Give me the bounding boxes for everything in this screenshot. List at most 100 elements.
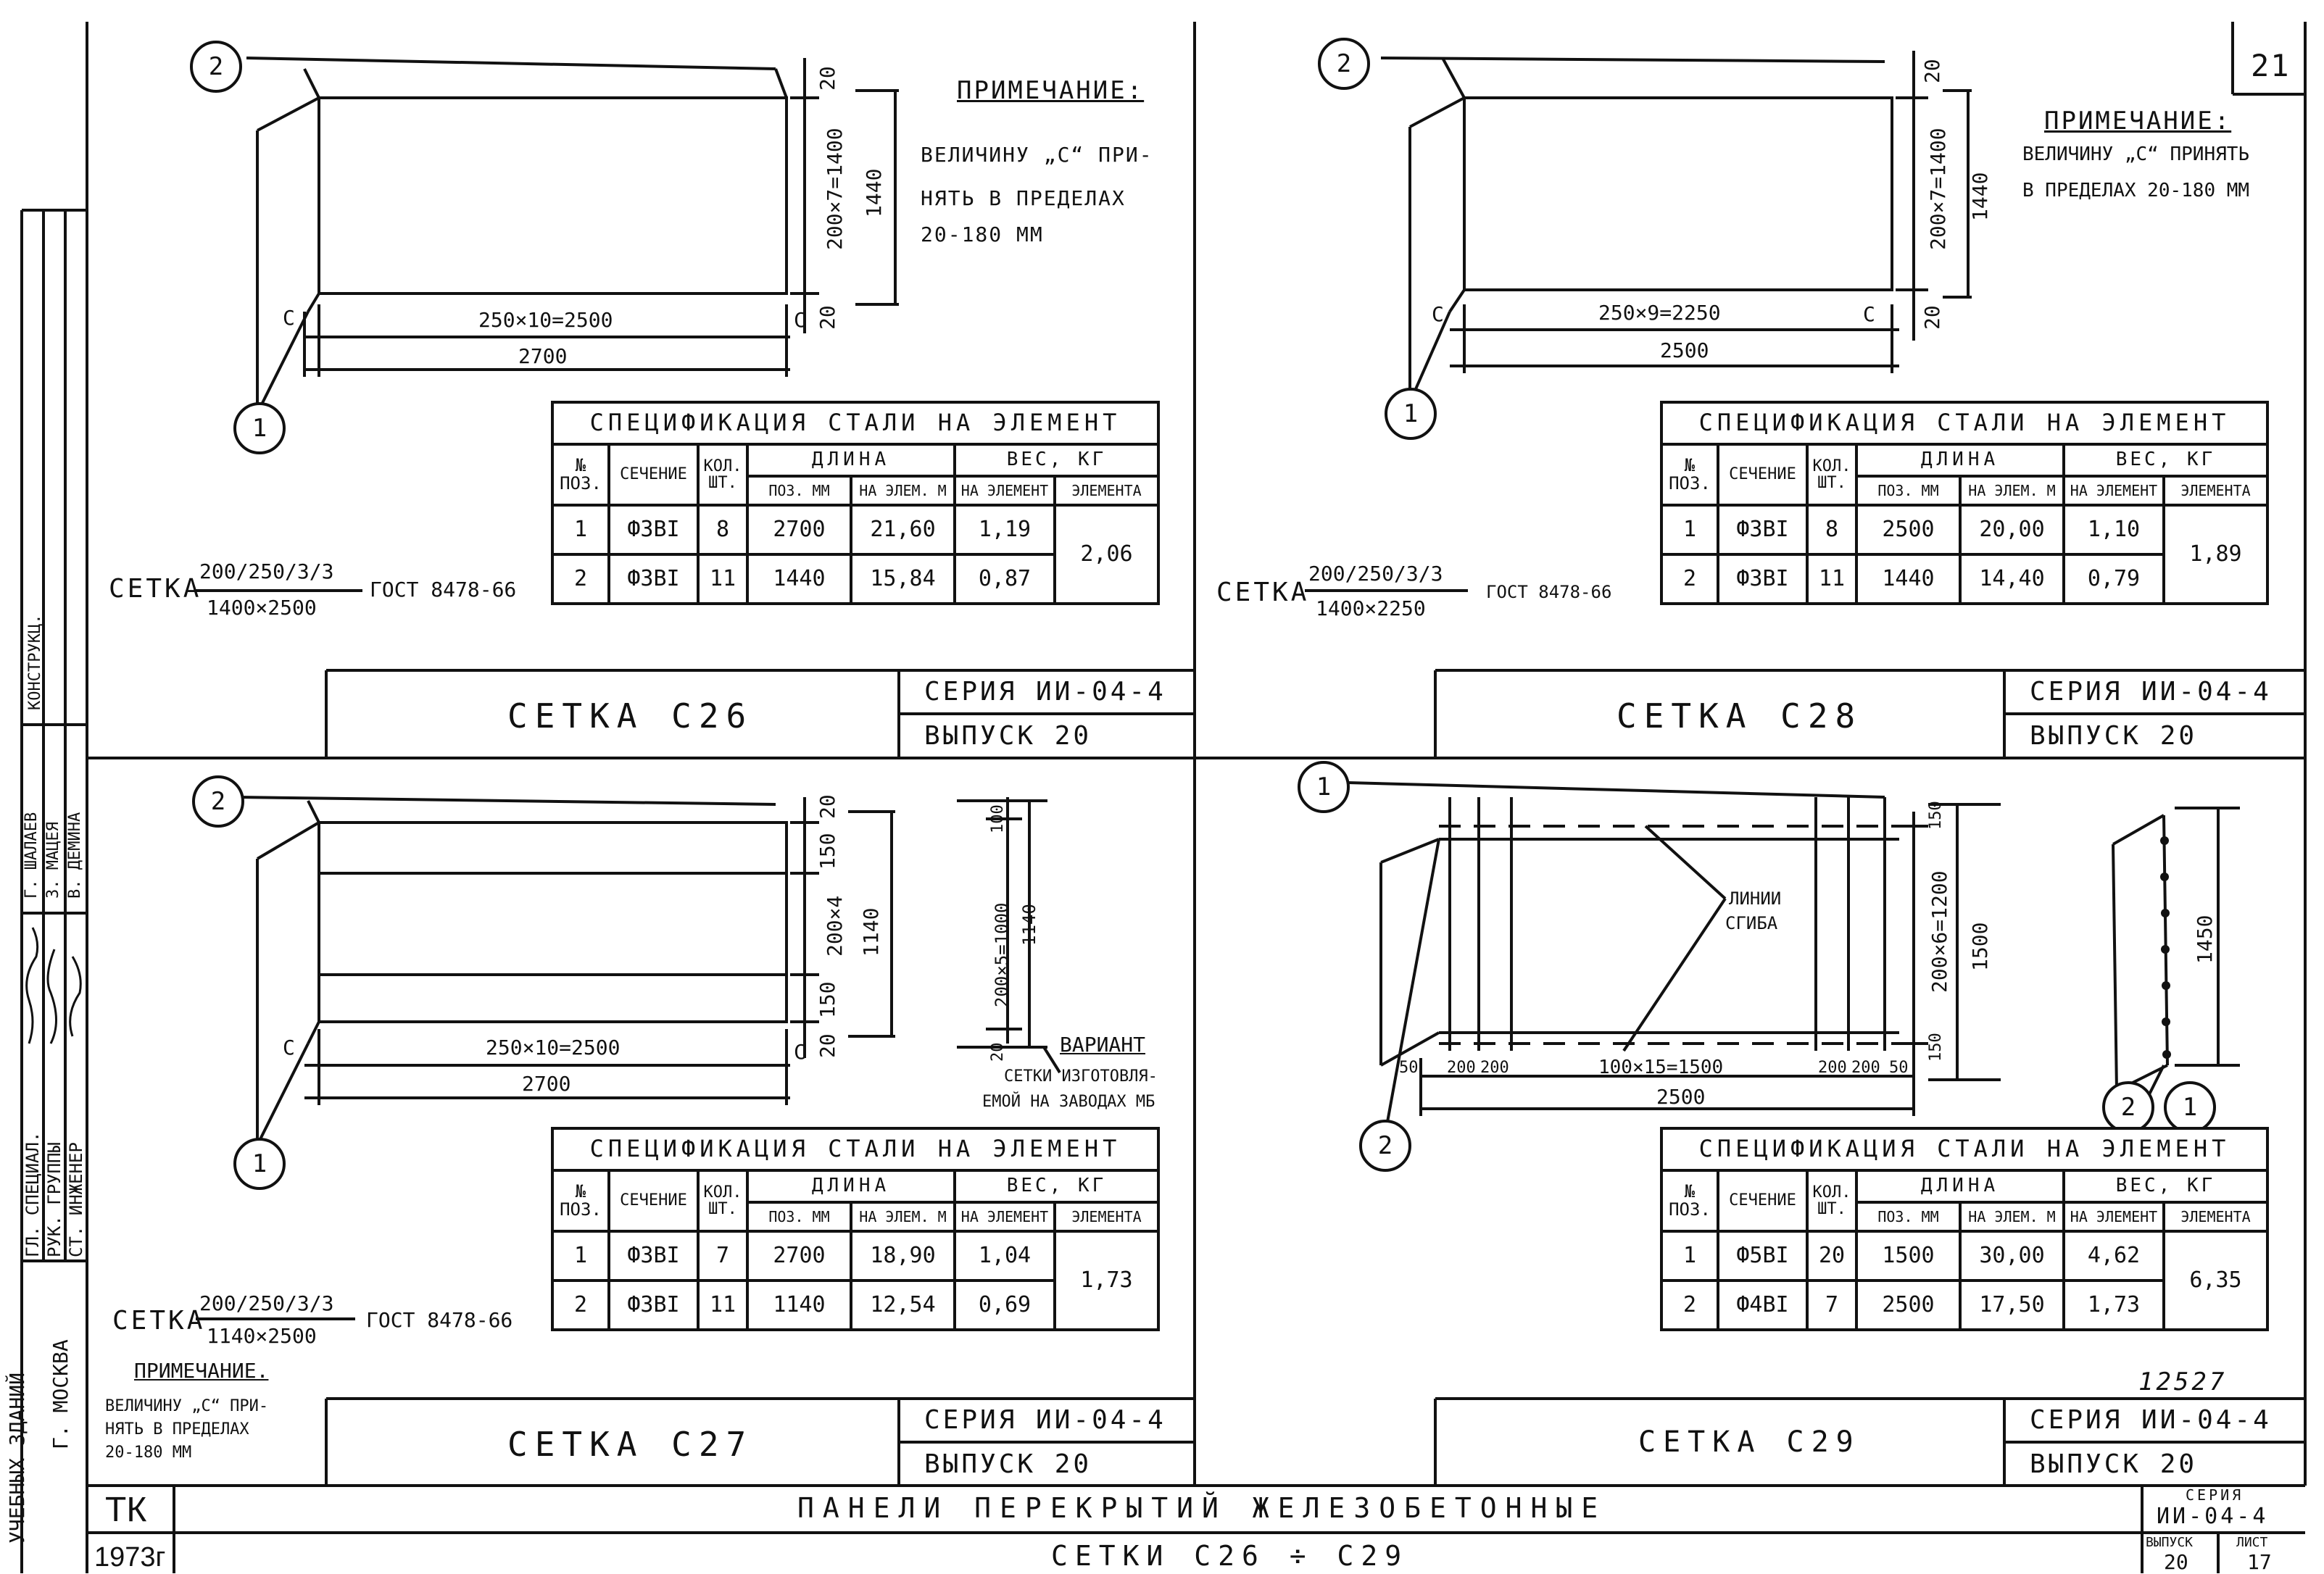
caption-title: СЕТКА С27 [507,1425,754,1464]
dim-step: 200 [1480,1059,1509,1077]
col-section: СЕЧЕНИЕ [607,443,700,507]
caption-series: СЕРИЯ ИИ-04-4 [924,1405,1166,1435]
col-len-pos: ПОЗ. ММ [1855,1201,1962,1233]
dim-c-right: С [794,1040,806,1064]
dim-step: 200 [1851,1059,1880,1077]
note-title: ПРИМЕЧАНИЕ. [134,1359,269,1383]
mesh-label: СЕТКА [112,1306,206,1336]
table-row: 1 Ф3ВI 7 2700 18,90 1,04 1,73 [551,1230,1160,1331]
spec-table-c27: СПЕЦИФИКАЦИЯ СТАЛИ НА ЭЛЕМЕНТ № ПОЗ. СЕЧ… [551,1127,1160,1331]
mesh-label: СЕТКА [1216,578,1310,607]
spec-table-c29: СПЕЦИФИКАЦИЯ СТАЛИ НА ЭЛЕМЕНТ № ПОЗ. СЕЧ… [1660,1127,2269,1331]
table-row: 2 Ф3ВI 11 1440 15,84 0,87 [551,553,1158,605]
caption-series: СЕРИЯ ИИ-04-4 [924,677,1166,707]
col-weight: ВЕС, КГ [2062,443,2269,478]
tb-sheet-label: ЛИСТ [2236,1535,2268,1550]
col-length: ДЛИНА [746,1169,956,1204]
dim-outer-width: 2500 [1656,1085,1706,1109]
note-line: НЯТЬ В ПРЕДЕЛАХ [105,1420,249,1438]
mesh-fraction-num: 200/250/3/3 [199,559,334,583]
note-line: 20-180 ММ [921,222,1044,246]
col-qty: КОЛ. ШТ. [697,443,749,507]
col-len-el: НА ЭЛЕМ. М [1959,475,2065,507]
note-title: ПРИМЕЧАНИЕ: [2044,107,2232,136]
dim-outer-width: 2700 [518,344,568,368]
marker-pos-2: 2 [1359,1120,1411,1172]
table-row: 2 Ф4ВI 7 2500 17,50 1,73 [1660,1279,2267,1331]
col-w-el: НА ЭЛЕМЕНТ [953,1201,1056,1233]
dim-edge-left: 50 [1399,1059,1419,1077]
col-section: СЕЧЕНИЕ [1717,443,1809,507]
col-length: ДЛИНА [746,443,956,478]
org-code: ТК [105,1491,147,1529]
table-row: 1 Ф5ВI 20 1500 30,00 4,62 6,35 [1660,1230,2269,1331]
caption-title: СЕТКА С28 [1617,696,1863,736]
sheet-title: ПАНЕЛИ ПЕРЕКРЫТИЙ ЖЕЛЕЗОБЕТОННЫЕ [797,1492,1607,1524]
marker-pos-1: 1 [1385,388,1437,440]
col-len-el: НА ЭЛЕМ. М [850,1201,956,1233]
caption-issue: ВЫПУСК 20 [924,721,1092,751]
col-len-pos: ПОЗ. ММ [746,475,852,507]
gost-ref: ГОСТ 8478-66 [1486,582,1612,602]
spec-title: СПЕЦИФИКАЦИЯ СТАЛИ НА ЭЛЕМЕНТ [1660,401,2269,446]
sheet-subtitle: СЕТКИ С26 ÷ С29 [1051,1540,1409,1572]
col-w-el: НА ЭЛЕМЕНТ [2062,1201,2165,1233]
note-line: ВЕЛИЧИНУ „С“ ПРИ- [105,1397,269,1415]
col-len-pos: ПОЗ. ММ [1855,475,1962,507]
note-line: ВЕЛИЧИНУ „С“ ПРИНЯТЬ [2022,143,2250,165]
col-pos: № ПОЗ. [551,1169,610,1233]
col-qty: КОЛ. ШТ. [697,1169,749,1233]
mesh-fraction-den: 1400×2250 [1316,596,1426,620]
dim-inner-width: 250×10=2500 [486,1036,621,1059]
col-len-el: НА ЭЛЕМ. М [850,475,956,507]
mesh-fraction-num: 200/250/3/3 [1308,562,1443,586]
col-pos: № ПОЗ. [1660,443,1719,507]
dim-c-left: С [283,306,295,330]
marker-pos-1: 1 [233,1138,286,1190]
col-w-total: ЭЛЕМЕНТА [2162,1201,2269,1233]
marker-pos-2: 2 [1318,38,1370,90]
page-number: 21 [2251,48,2291,83]
note-line: НЯТЬ В ПРЕДЕЛАХ [921,186,1126,210]
stamp-number: 12527 [2138,1367,2228,1396]
col-weight: ВЕС, КГ [953,1169,1160,1204]
mesh-fraction-den: 1400×2500 [207,596,317,620]
tb-issue-label: ВЫПУСК [2146,1535,2194,1550]
dim-step: 200 [1447,1059,1476,1077]
caption-series: СЕРИЯ ИИ-04-4 [2030,677,2272,707]
dim-c-right: С [1863,302,1875,326]
spec-title: СПЕЦИФИКАЦИЯ СТАЛИ НА ЭЛЕМЕНТ [551,1127,1160,1172]
note-line: ВЕЛИЧИНУ „С“ ПРИ- [921,143,1153,167]
spec-title: СПЕЦИФИКАЦИЯ СТАЛИ НА ЭЛЕМЕНТ [551,401,1160,446]
total-weight: 1,73 [1053,1230,1160,1331]
variant-text: СЕТКИ ИЗГОТОВЛЯ- [1004,1067,1158,1086]
dim-inner-width: 250×9=2250 [1598,301,1721,325]
mesh-label: СЕТКА [109,574,202,604]
col-weight: ВЕС, КГ [953,443,1160,478]
note-line: 20-180 ММ [105,1444,192,1462]
col-len-el: НА ЭЛЕМ. М [1959,1201,2065,1233]
tb-series-label: СЕРИЯ [2186,1486,2244,1504]
dim-step: 200 [1818,1059,1847,1077]
tb-sheet-value: 17 [2247,1550,2272,1574]
variant-text: ЕМОЙ НА ЗАВОДАХ МБ [982,1093,1155,1111]
total-weight: 6,35 [2162,1230,2269,1331]
table-row: 2 Ф3ВI 11 1140 12,54 0,69 [551,1279,1158,1331]
mesh-fraction-den: 1140×2500 [207,1324,317,1348]
col-qty: КОЛ. ШТ. [1806,443,1858,507]
bend-label: СГИБА [1725,913,1778,933]
marker-pos-2: 2 [190,41,242,93]
col-w-el: НА ЭЛЕМЕНТ [2062,475,2165,507]
variant-title: ВАРИАНТ [1060,1033,1146,1057]
col-w-total: ЭЛЕМЕНТА [2162,475,2269,507]
mesh-fraction-num: 200/250/3/3 [199,1291,334,1315]
gost-ref: ГОСТ 8478-66 [370,578,517,601]
table-row: 2 Ф3ВI 11 1440 14,40 0,79 [1660,553,2267,605]
note-line: В ПРЕДЕЛАХ 20-180 ММ [2022,180,2250,201]
col-w-total: ЭЛЕМЕНТА [1053,1201,1160,1233]
note-title: ПРИМЕЧАНИЕ: [957,76,1145,105]
caption-series: СЕРИЯ ИИ-04-4 [2030,1405,2272,1435]
dim-inner-width: 100×15=1500 [1598,1057,1724,1078]
caption-issue: ВЫПУСК 20 [924,1449,1092,1479]
